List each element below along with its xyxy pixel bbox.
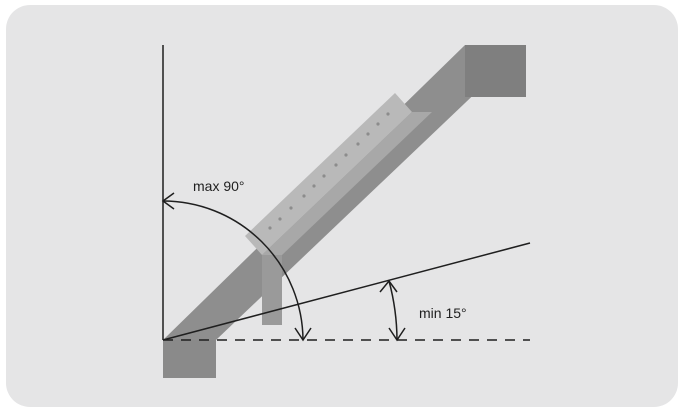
- max-arc-arrowhead-top: [161, 192, 175, 210]
- window-dot: [334, 163, 338, 167]
- max-arc-arrowhead-bottom: [294, 327, 312, 342]
- rafter-side-face: [163, 340, 216, 378]
- window-dot: [366, 132, 370, 136]
- window-dot: [278, 217, 282, 221]
- window-dot-row: [268, 112, 390, 230]
- min-arc-arrowhead-bottom: [388, 327, 406, 342]
- window-lower-face: [262, 255, 282, 325]
- window-dot: [289, 206, 293, 210]
- window-dot: [356, 142, 360, 146]
- window-dot: [376, 122, 380, 126]
- max-angle-arc: [162, 200, 304, 341]
- window-dot: [302, 194, 306, 198]
- window-recess: [262, 112, 432, 255]
- max-angle-label: max 90°: [193, 178, 245, 194]
- window-dot: [322, 174, 326, 178]
- window-dot: [268, 226, 272, 230]
- window-dot: [344, 153, 348, 157]
- window-dot: [312, 184, 316, 188]
- min-arc-arrowhead-top: [379, 279, 398, 293]
- min-angle-label: min 15°: [419, 305, 467, 321]
- rafter-end-cap: [465, 45, 526, 97]
- min-angle-arc: [388, 280, 398, 341]
- window-frame: [245, 93, 412, 255]
- min-angle-line: [162, 242, 531, 341]
- window-dot: [386, 112, 390, 116]
